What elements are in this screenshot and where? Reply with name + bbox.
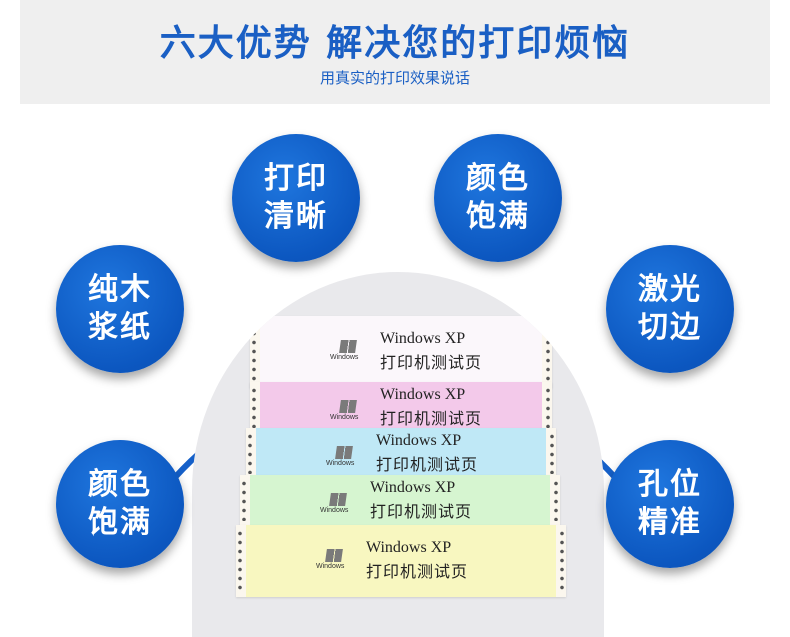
windows-logo-icon: Windows xyxy=(330,340,368,362)
badge-line: 精准 xyxy=(638,505,702,540)
sheet-title: Windows XP xyxy=(370,479,456,496)
badge-laser-cut: 激光 切边 xyxy=(606,245,734,373)
badge-wood-pulp: 纯木 浆纸 xyxy=(56,245,184,373)
badge-line: 孔位 xyxy=(638,467,702,502)
paper-sheet-green: Windows Windows XP 打印机测试页 xyxy=(240,475,560,525)
sheet-title: Windows XP xyxy=(380,386,466,403)
header-banner xyxy=(20,0,770,104)
sheet-subtitle: 打印机测试页 xyxy=(380,355,483,372)
badge-line: 纯木 xyxy=(88,272,152,307)
paper-sheet-pink: Windows Windows XP 打印机测试页 xyxy=(250,382,552,432)
page-title: 六大优势 解决您的打印烦恼 xyxy=(159,23,631,64)
badge-color-full-bottom: 颜色 饱满 xyxy=(56,440,184,568)
badge-print-clear: 打印 清晰 xyxy=(232,134,360,262)
windows-logo-icon: Windows xyxy=(330,400,368,422)
windows-logo-icon: Windows xyxy=(316,549,354,571)
sheet-subtitle: 打印机测试页 xyxy=(370,504,473,521)
page-subtitle: 用真实的打印效果说话 xyxy=(319,69,470,87)
badge-line: 浆纸 xyxy=(88,310,152,345)
badge-line: 颜色 xyxy=(466,161,530,196)
windows-logo-icon: Windows xyxy=(326,446,364,468)
paper-sheet-white: Windows Windows XP 打印机测试页 xyxy=(250,316,552,388)
badge-line: 激光 xyxy=(638,272,702,307)
paper-sheet-blue: Windows Windows XP 打印机测试页 xyxy=(246,428,556,478)
badge-line: 切边 xyxy=(638,310,702,345)
sheet-subtitle: 打印机测试页 xyxy=(376,457,479,474)
paper-photo: Windows Windows XP 打印机测试页 Windows Window… xyxy=(192,272,604,637)
sheet-title: Windows XP xyxy=(376,432,462,449)
badge-hole-precise: 孔位 精准 xyxy=(606,440,734,568)
sheet-subtitle: 打印机测试页 xyxy=(380,411,483,428)
sheet-title: Windows XP xyxy=(366,539,452,556)
sheet-subtitle: 打印机测试页 xyxy=(366,564,469,581)
badge-line: 饱满 xyxy=(88,505,152,540)
badge-line: 打印 xyxy=(264,161,328,196)
windows-logo-icon: Windows xyxy=(320,493,358,515)
badge-line: 清晰 xyxy=(264,199,328,234)
badge-color-full-top: 颜色 饱满 xyxy=(434,134,562,262)
badge-line: 饱满 xyxy=(466,199,530,234)
sheet-title: Windows XP xyxy=(380,330,466,347)
paper-sheet-yellow: Windows Windows XP 打印机测试页 xyxy=(236,525,566,597)
badge-line: 颜色 xyxy=(88,467,152,502)
